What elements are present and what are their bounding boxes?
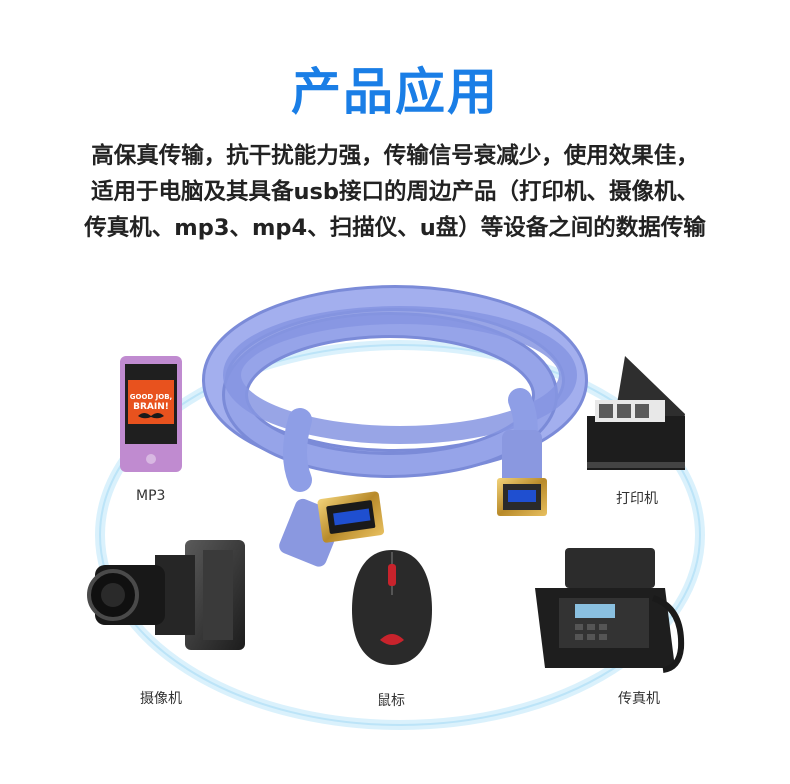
label-fax: 传真机 (618, 691, 660, 707)
page-title: 产品应用 (291, 63, 499, 121)
fax-icon (535, 548, 685, 673)
mp3-screen-text-1: GOOD JOB, (130, 393, 172, 401)
mp3-player-icon: GOOD JOB, BRAIN! (120, 356, 182, 472)
label-mp3: MP3 (136, 488, 166, 504)
description: 高保真传输，抗干扰能力强，传输信号衰减少，使用效果佳， 适用于电脑及其具备usb… (0, 138, 790, 246)
label-camera: 摄像机 (140, 691, 182, 707)
description-line-3: 传真机、mp3、mp4、扫描仪、u盘）等设备之间的数据传输 (84, 215, 706, 241)
usb-cable (202, 285, 588, 492)
mouse-icon (352, 550, 432, 665)
printer-icon (587, 356, 685, 470)
label-printer: 打印机 (616, 491, 658, 507)
usb-female-connector (279, 491, 385, 567)
label-mouse: 鼠标 (377, 693, 405, 709)
usb-male-connector (497, 430, 547, 516)
description-line-2: 适用于电脑及其具备usb接口的周边产品（打印机、摄像机、 (90, 179, 700, 205)
description-line-1: 高保真传输，抗干扰能力强，传输信号衰减少，使用效果佳， (91, 143, 699, 169)
camera-icon (87, 540, 245, 650)
mp3-screen-text-2: BRAIN! (133, 402, 169, 412)
